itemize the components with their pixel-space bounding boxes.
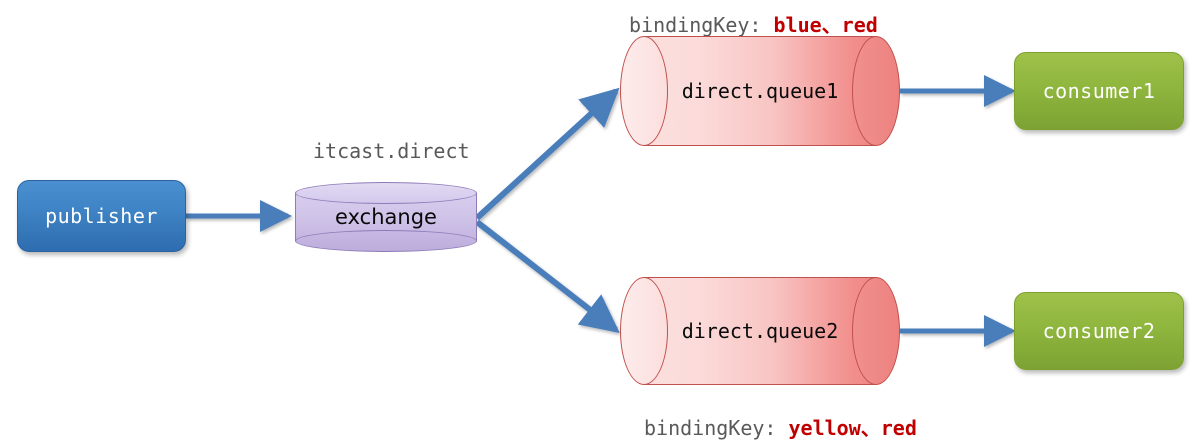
arrow-exchange-to-queue1 xyxy=(474,87,620,221)
exchange-top-cap xyxy=(295,182,477,204)
binding-key-queue1-prefix: bindingKey: xyxy=(629,13,774,37)
queue1-left-cap xyxy=(620,36,668,146)
node-publisher[interactable]: publisher xyxy=(17,180,186,252)
consumer2-label: consumer2 xyxy=(1042,319,1156,343)
exchange-name-label: itcast.direct xyxy=(313,139,470,163)
queue1-body xyxy=(644,36,876,146)
queue2-right-cap xyxy=(852,277,900,385)
binding-key-queue1-values: blue、red xyxy=(773,13,878,37)
exchange-label: exchange xyxy=(335,205,437,229)
binding-key-queue2-values: yellow、red xyxy=(788,416,917,440)
node-queue2[interactable]: direct.queue2 xyxy=(620,277,905,390)
node-consumer1[interactable]: consumer1 xyxy=(1014,52,1184,130)
exchange-bottom-cap xyxy=(295,230,477,252)
binding-key-queue2-prefix: bindingKey: xyxy=(644,416,789,440)
binding-key-queue2: bindingKey: yellow、red xyxy=(644,412,917,441)
node-exchange[interactable]: exchange xyxy=(295,182,481,256)
queue2-body xyxy=(644,277,876,385)
consumer1-label: consumer1 xyxy=(1042,79,1156,103)
publisher-label: publisher xyxy=(45,204,158,228)
binding-key-queue1: bindingKey: blue、red xyxy=(629,9,878,38)
arrow-exchange-to-queue2 xyxy=(475,219,620,333)
node-consumer2[interactable]: consumer2 xyxy=(1014,292,1184,370)
queue2-left-cap xyxy=(620,277,668,385)
queue2-label: direct.queue2 xyxy=(681,319,839,343)
queue1-right-cap xyxy=(852,36,900,146)
queue1-label: direct.queue1 xyxy=(681,79,839,103)
node-queue1[interactable]: direct.queue1 xyxy=(620,36,905,151)
